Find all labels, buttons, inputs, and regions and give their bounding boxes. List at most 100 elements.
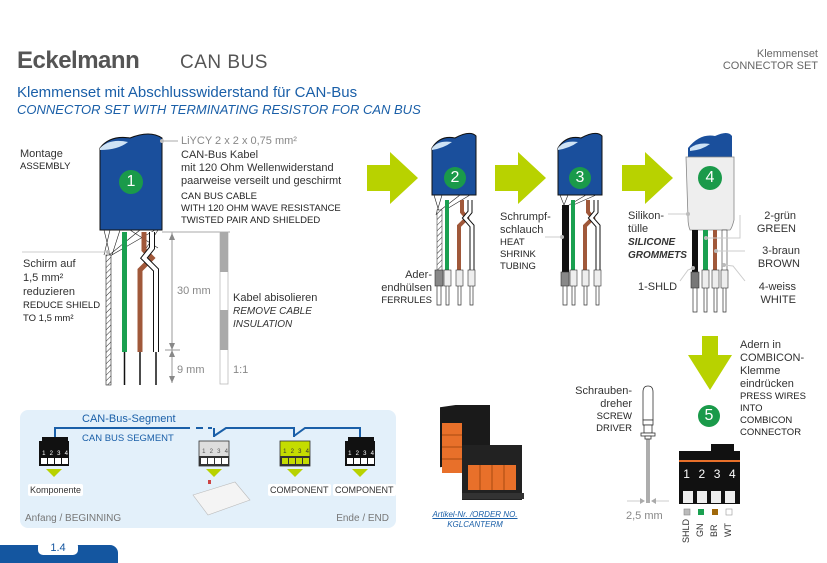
step1-number: 1 <box>126 173 136 190</box>
arrow-step1-2 <box>367 152 418 204</box>
bus-connector-mid-gray <box>198 440 230 467</box>
wire3-label: 3-braun BROWN <box>746 245 800 271</box>
page-title-de: Klemmenset mit Abschlusswiderstand für C… <box>17 84 358 101</box>
scale-label: 1:1 <box>233 364 249 376</box>
shield-note-line-en: REDUCE SHIELD <box>23 300 101 311</box>
dimension-9mm: 9 mm <box>177 364 205 376</box>
grommet-label-de: Silikon- <box>628 210 665 222</box>
shield-note-line-en: TO 1,5 mm² <box>23 313 74 324</box>
pin-label: WT <box>723 523 733 537</box>
strip-note: Kabel abisolieren REMOVE CABLE INSULATIO… <box>233 292 317 331</box>
component-label-mid: COMPONENT <box>268 484 331 496</box>
step5-number: 5 <box>704 407 714 424</box>
cable-desc-line-en: TWISTED PAIR AND SHIELDED <box>181 215 321 226</box>
bus-segment-title-de: CAN-Bus-Segment <box>82 413 176 425</box>
component-label-start: Komponente <box>28 484 84 496</box>
connector-pin-numbers: 1 2 3 4 <box>679 467 740 481</box>
pin-number: 3 <box>57 451 61 457</box>
page-title-en: CONNECTOR SET WITH TERMINATING RESISTOR … <box>17 102 421 117</box>
cable-desc-line-en: CAN BUS CABLE <box>181 191 258 202</box>
brand-logo: Eckelmann <box>17 47 140 74</box>
pin-number: 1 <box>42 451 46 457</box>
heat-shrink-label-de: schlauch <box>500 224 544 236</box>
press-wires-label-de: Klemme <box>740 365 781 377</box>
step2-cable <box>431 132 477 306</box>
wire4-label: 4-weiss WHITE <box>746 281 796 307</box>
screwdriver-size: 2,5 mm <box>626 510 663 522</box>
cable-desc-line: mit 120 Ohm Wellenwiderstand <box>181 162 334 174</box>
wire2-label-de: 2-grün <box>764 210 796 222</box>
shield-note-line: Schirm auf <box>23 258 76 270</box>
ferrule-label-de: Ader- <box>405 269 432 281</box>
screwdriver-label-de: Schrauben- <box>575 385 632 397</box>
arrow-step3-4 <box>622 152 673 204</box>
step2-number: 2 <box>450 169 460 186</box>
section-title: CAN BUS <box>180 52 268 73</box>
cable-desc-en: CAN BUS CABLE WITH 120 OHM WAVE RESISTAN… <box>181 191 341 227</box>
heat-shrink-label-en: TUBING <box>500 261 536 272</box>
dimension-30mm: 30 mm <box>177 285 211 297</box>
pin-number: 3 <box>363 451 367 457</box>
bus-start-label: Anfang / BEGINNING <box>25 513 122 524</box>
connector-set-photo <box>440 405 524 500</box>
bus-connector-start <box>39 437 69 466</box>
press-wires-label: Adern in COMBICON- Klemme eindrücken PRE… <box>740 339 806 439</box>
grommet-label-de: tülle <box>628 223 649 235</box>
shield-note-line: reduzieren <box>23 286 75 298</box>
assembly-label-en: ASSEMBLY <box>20 161 71 172</box>
shield-note: Schirm auf 1,5 mm² reduzieren REDUCE SHI… <box>23 257 100 325</box>
pin-number: 2 <box>698 467 706 481</box>
pin-label: BR <box>709 524 719 537</box>
screwdriver-label: Schrauben- dreher SCREW DRIVER <box>560 385 632 435</box>
page-number: 1.4 <box>38 541 78 555</box>
heat-shrink-label: Schrumpf- schlauch HEAT SHRINK TUBING <box>500 211 551 273</box>
cable-spec: LiYCY 2 x 2 x 0,75 mm² <box>181 135 297 147</box>
ferrule-label-en: FERRULES <box>381 295 432 306</box>
press-wires-label-de: eindrücken <box>740 378 794 390</box>
bus-connector-end <box>345 437 375 466</box>
press-wires-label-de: COMBICON- <box>740 352 805 364</box>
pin-number: 4 <box>370 451 374 457</box>
corner-label-en: CONNECTOR SET <box>722 60 818 72</box>
step3-cable <box>545 132 603 306</box>
press-wires-label-de: Adern in <box>740 339 781 351</box>
wire3-label-en: BROWN <box>757 258 800 270</box>
step4-number: 4 <box>705 169 715 186</box>
step5-connector <box>627 385 740 516</box>
arrow-step4-5 <box>688 336 732 390</box>
heat-shrink-label-en: HEAT <box>500 237 525 248</box>
press-wires-label-en: INTO <box>740 403 763 414</box>
controller-board-icon <box>192 481 251 516</box>
ferrule-label: Ader- endhülsen FERRULES <box>360 269 432 307</box>
pin-number: 4 <box>729 467 736 481</box>
step4-cable <box>668 133 746 313</box>
heat-shrink-label-de: Schrumpf- <box>500 211 551 223</box>
strip-note-de: Kabel abisolieren <box>233 292 318 304</box>
step3-number: 3 <box>575 169 585 186</box>
screwdriver-label-en: DRIVER <box>596 423 632 434</box>
press-wires-label-en: COMBICON <box>740 415 793 426</box>
assembly-label: Montage ASSEMBLY <box>20 148 71 173</box>
pin-number: 1 <box>202 449 206 455</box>
wire2-label-en: GREEN <box>756 223 796 235</box>
grommet-label-en: SILICONE <box>628 237 676 248</box>
strip-note-en: INSULATION <box>233 319 293 330</box>
screwdriver-label-de: dreher <box>600 398 632 410</box>
pin-number: 4 <box>64 451 68 457</box>
pin-label: GN <box>695 523 705 538</box>
pin-number: 3 <box>217 449 221 455</box>
wire4-label-de: 4-weiss <box>758 281 796 293</box>
bus-end-label: Ende / END <box>336 513 389 524</box>
heat-shrink-label-en: SHRINK <box>500 249 536 260</box>
pin-number: 2 <box>290 449 294 455</box>
pin-number: 3 <box>298 449 302 455</box>
pin-number: 2 <box>49 451 53 457</box>
wire2-label: 2-grün GREEN <box>746 210 796 236</box>
pin-number: 1 <box>283 449 287 455</box>
cable-desc-line-en: WITH 120 OHM WAVE RESISTANCE <box>181 203 341 214</box>
